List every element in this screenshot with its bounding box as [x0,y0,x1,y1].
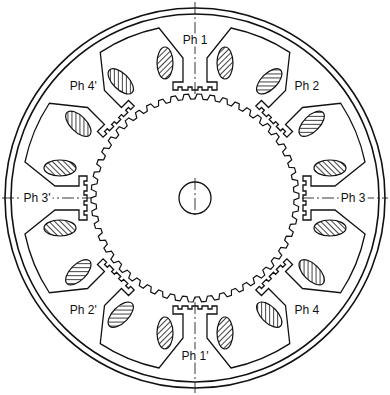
phase-label: Ph 4' [68,80,99,93]
winding-coil [252,298,286,332]
winding-coil [61,255,95,289]
winding-coil [44,220,76,236]
winding-coil [61,107,95,141]
winding-coil [44,160,76,176]
winding-coil [104,64,138,98]
phase-label: Ph 4 [292,303,321,316]
winding-coil [217,317,233,349]
winding-coil [314,160,346,176]
stator-frame [5,8,385,388]
centre-line [195,178,196,218]
rotor-gear [91,94,299,302]
phase-label: Ph 1' [180,350,211,363]
winding-coil [104,298,138,332]
winding-coil [217,47,233,79]
winding-coil [295,107,329,141]
phase-label: Ph 1 [181,34,210,47]
winding-coil [157,317,173,349]
phase-label: Ph 3' [22,192,53,205]
winding-coil [252,64,286,98]
phase-label: Ph 2 [292,80,321,93]
winding-coil [314,220,346,236]
stator-frame [11,14,379,382]
winding-coil [157,47,173,79]
phase-label: Ph 2' [68,303,99,316]
stator-poles [25,28,365,368]
phase-label: Ph 3 [339,192,368,205]
winding-coil [295,255,329,289]
